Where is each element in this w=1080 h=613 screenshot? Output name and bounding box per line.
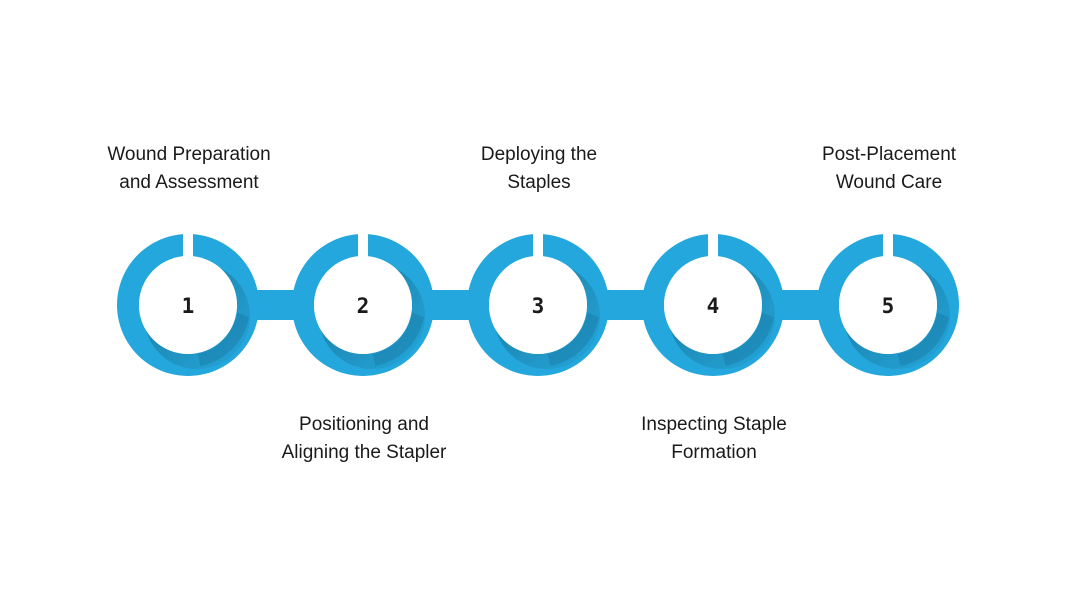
step-rings: 1 2 3 4 5	[116, 234, 960, 376]
step-label-line: and Assessment	[119, 172, 259, 193]
step-label-line: Inspecting Staple	[641, 414, 787, 435]
step-1: 1	[116, 234, 259, 376]
step-disc	[139, 256, 237, 354]
step-label-line: Aligning the Stapler	[281, 442, 447, 463]
step-number: 5	[882, 294, 895, 318]
step-ring-shade	[197, 312, 249, 366]
step-disc	[489, 256, 587, 354]
step-4: 4	[642, 234, 784, 376]
step-ring-shade	[722, 312, 774, 366]
step-label-line: Formation	[671, 442, 757, 463]
step-disc	[314, 256, 412, 354]
step-disc	[664, 256, 762, 354]
step-number: 4	[707, 294, 720, 318]
step-disc	[839, 256, 937, 354]
step-3: 3	[466, 234, 609, 376]
step-label-line: Post-Placement	[821, 144, 957, 165]
step-number: 1	[182, 294, 195, 318]
step-label-line: Deploying the	[480, 144, 598, 165]
step-label-line: Positioning and	[299, 414, 429, 435]
step-label-line: Staples	[507, 172, 571, 193]
step-ring-shade	[372, 312, 424, 366]
step-number: 2	[357, 294, 370, 318]
step-label-line: Wound Preparation	[107, 144, 271, 165]
step-2: 2	[291, 234, 434, 376]
step-5: 5	[816, 234, 960, 376]
step-ring-shade	[897, 312, 949, 366]
step-label-1: Wound Preparation and Assessment	[69, 141, 309, 197]
step-ring-shade	[547, 312, 599, 366]
step-label-line: Wound Care	[835, 172, 943, 193]
step-number: 3	[532, 294, 545, 318]
